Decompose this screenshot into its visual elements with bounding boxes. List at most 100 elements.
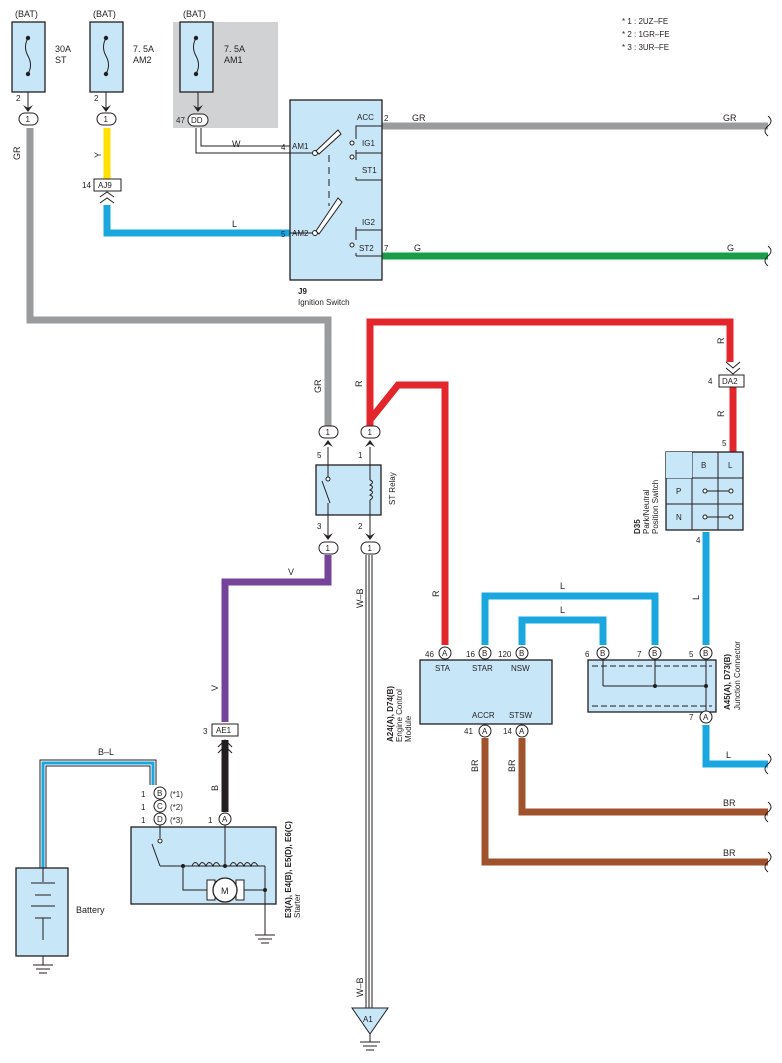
ground-label: A1	[363, 1015, 373, 1024]
wire-r-sta	[367, 381, 449, 645]
starter-note-1: (*1)	[170, 790, 183, 799]
pnp-pin-bottom: 4	[696, 536, 701, 545]
ecm-pin-star: 16	[466, 650, 475, 659]
pnp-name-2: Position Switch	[651, 480, 660, 534]
wire-label-wb-2: W–B	[355, 977, 365, 997]
fuse-am2: (BAT) 7. 5A AM2 2 1	[89, 9, 154, 126]
starter-pin-c: 1	[141, 803, 146, 812]
pnp-cell-b: B	[701, 461, 706, 470]
wire-br-accr	[481, 738, 768, 866]
wire-label-g-2: G	[727, 243, 734, 253]
wire-label-l-3: L	[691, 595, 701, 600]
wire-l-star	[481, 592, 659, 645]
ecm-letter-stsw: A	[519, 727, 525, 736]
pnp-cell-n: N	[676, 513, 682, 522]
da2-label: DA2	[722, 377, 738, 386]
pnp-cell-p: P	[676, 487, 681, 496]
fuse-am1-supply: (BAT)	[183, 9, 206, 19]
term-ig1: IG1	[362, 139, 375, 148]
ignition-switch-code: J9	[298, 287, 307, 296]
jc-letter-6: B	[600, 649, 605, 658]
battery-name: Battery	[76, 905, 105, 915]
wire-label-l-4: L	[726, 750, 731, 760]
starter-pin-d: 1	[141, 816, 146, 825]
ecm-pin-sta: 46	[425, 650, 434, 659]
pin-acc: 2	[384, 114, 389, 123]
wire-l-am2	[103, 205, 290, 237]
jc-pin-6: 6	[585, 650, 590, 659]
term-ig2: IG2	[362, 218, 375, 227]
wire-label-br-3: BR	[723, 798, 736, 808]
wire-label-gr-3: GR	[12, 146, 22, 160]
fuse-am2-conn: 1	[104, 115, 109, 124]
note-1: * 1 : 2UZ–FE	[622, 17, 668, 26]
wire-bl-fill	[41, 761, 155, 868]
jc-pin-7a: 7	[689, 713, 694, 722]
wire-gr-st-fuse	[26, 128, 332, 428]
wire-label-r-1: R	[354, 380, 364, 387]
aj9-pin: 14	[82, 181, 91, 190]
wire-v	[221, 555, 332, 722]
wire-label-gr-2: GR	[723, 113, 737, 123]
jc-letter-7: B	[652, 649, 657, 658]
wire-w	[195, 128, 290, 154]
starter-pin-a: 1	[208, 816, 213, 825]
relay-conn-2: 1	[368, 428, 373, 437]
ground-a1: A1	[351, 1007, 389, 1051]
jc-letter-5: B	[703, 649, 708, 658]
wire-label-gr-4: GR	[313, 379, 323, 393]
wire-label-g-1: G	[414, 243, 421, 253]
relay-pin-3: 3	[317, 522, 322, 531]
wire-label-r-2: R	[716, 337, 726, 344]
ecm-term-nsw: NSW	[511, 664, 530, 673]
starter-codes: E3(A), E4(B), E5(D), E6(C)	[284, 821, 293, 918]
ecm-name-1: Engine Control	[395, 689, 404, 742]
wire-label-br-2: BR	[507, 759, 517, 772]
note-2: * 2 : 1GR–FE	[622, 30, 670, 39]
fuse-st-conn: 1	[26, 115, 31, 124]
da2-pin: 4	[708, 377, 713, 386]
wire-continuation-marks	[764, 115, 772, 873]
wire-label-v-2: V	[210, 685, 220, 691]
fuse-am2-pin: 2	[94, 94, 99, 103]
pin-st2: 7	[384, 244, 389, 253]
starter: 1 B (*1) 1 C (*2) 1 D (*3) 1 A M E3(A), …	[130, 786, 302, 944]
fuse-st: (BAT) 30A ST 2 1	[11, 9, 71, 126]
fuse-am1-pin: 47	[176, 116, 185, 125]
wire-label-r-4: R	[431, 590, 441, 597]
relay-conn-3: 1	[326, 544, 331, 553]
wire-wb	[365, 555, 373, 1008]
jc-name: Junction Connector	[733, 641, 742, 710]
wire-label-bl: B–L	[98, 747, 114, 757]
engine-notes: * 1 : 2UZ–FE * 2 : 1GR–FE * 3 : 3UR–FE	[622, 17, 670, 52]
jc-pin-7: 7	[637, 650, 642, 659]
pin-am2: 5	[281, 230, 286, 239]
wire-br-stsw	[518, 738, 768, 816]
term-st1: ST1	[362, 166, 377, 175]
ecm-letter-nsw: B	[519, 649, 524, 658]
fuse-am2-amps: 7. 5A	[133, 44, 154, 54]
fuse-am2-name: AM2	[133, 55, 152, 65]
relay-pin-5: 5	[317, 451, 322, 460]
ecm-pin-nsw: 120	[498, 650, 512, 659]
starter-letter-b: B	[157, 789, 162, 798]
connector-da2: 4 DA2	[708, 361, 745, 388]
fuse-st-supply: (BAT)	[15, 9, 38, 19]
pnp-name-1: Park/Neutral	[642, 489, 651, 534]
motor-symbol: M	[221, 886, 229, 896]
ecm-pin-accr: 41	[464, 727, 473, 736]
ecm-letter-sta: A	[442, 649, 448, 658]
ae1-label: AE1	[216, 726, 232, 735]
relay-name: ST Relay	[388, 472, 397, 505]
jc-codes: A45(A), D73(B)	[723, 654, 732, 710]
wire-label-b: B	[210, 785, 220, 791]
jc-pin-5: 5	[689, 650, 694, 659]
wire-label-l-2: L	[560, 605, 565, 615]
fuse-am1-conn: DD	[191, 116, 203, 125]
starter-letter-c: C	[157, 802, 163, 811]
starter-letter-d: D	[157, 815, 163, 824]
junction-connector: 6 B 7 B 5 B 7 A A45(A), D73(B) Junction …	[585, 641, 742, 724]
wire-label-v-1: V	[288, 567, 294, 577]
ecm-term-sta: STA	[435, 664, 451, 673]
